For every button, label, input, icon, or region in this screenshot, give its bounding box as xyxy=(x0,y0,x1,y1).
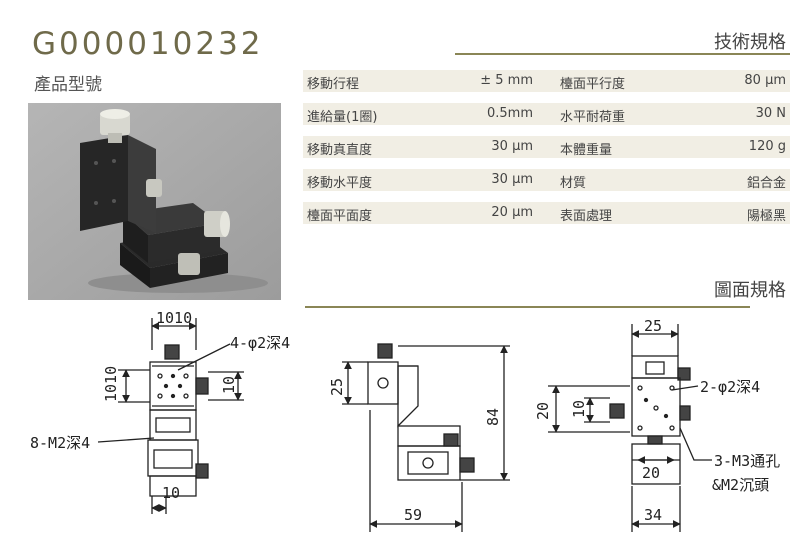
product-photo xyxy=(28,103,281,300)
drawing-left-view xyxy=(97,318,244,514)
note-right-thru-1: 3-M3通孔 xyxy=(714,452,780,470)
dim-right-left-inner: 10 xyxy=(570,400,588,418)
dim-right-bottom: 34 xyxy=(644,506,662,524)
spec-label: 本體重量 xyxy=(560,143,613,158)
drawing-section-title: 圖面規格 xyxy=(714,280,786,301)
dim-middle-left: 25 xyxy=(328,378,346,396)
dim-right-center: 20 xyxy=(642,464,660,482)
dim-left-left: 1010 xyxy=(102,366,120,402)
technical-drawings: 1010 1010 10 10 4-φ2深4 8-M2深4 25 84 59 2… xyxy=(30,310,780,532)
spec-value: 0.5mm xyxy=(486,106,533,121)
dim-left-bottom: 10 xyxy=(162,484,180,502)
spec-value: 鋁合金 xyxy=(746,176,786,191)
spec-row: 移動行程 ± 5 mm 檯面平行度 80 μm xyxy=(303,70,790,92)
spec-label: 移動真直度 xyxy=(307,143,373,158)
note-right-thru-2: &M2沉頭 xyxy=(712,476,769,494)
spec-row: 移動水平度 30 μm 材質 鋁合金 xyxy=(303,169,790,191)
spec-value: 30 μm xyxy=(491,139,533,154)
spec-section-title: 技術規格 xyxy=(714,32,786,53)
dim-right-left-outer: 20 xyxy=(534,402,552,420)
model-label: 產品型號 xyxy=(34,75,102,95)
spec-label: 移動行程 xyxy=(307,77,360,92)
drawing-right-view xyxy=(548,324,712,532)
spec-row: 進給量(1圈) 0.5mm 水平耐荷重 30 N xyxy=(303,103,790,125)
drawing-middle-view xyxy=(342,343,510,532)
spec-label: 移動水平度 xyxy=(307,176,373,191)
spec-value: ± 5 mm xyxy=(480,73,533,88)
spec-label: 檯面平行度 xyxy=(560,77,626,92)
dim-left-top: 1010 xyxy=(156,310,192,327)
dim-right-top: 25 xyxy=(644,317,662,335)
model-code: G000010232 xyxy=(32,26,264,62)
spec-value: 30 μm xyxy=(491,172,533,187)
spec-label: 進給量(1圈) xyxy=(307,110,378,125)
note-left-threads: 8-M2深4 xyxy=(30,434,90,452)
spec-value: 20 μm xyxy=(491,205,533,220)
spec-value: 30 N xyxy=(755,106,786,121)
spec-value: 陽極黑 xyxy=(746,209,786,224)
product-render-image xyxy=(28,103,281,300)
spec-label: 檯面平面度 xyxy=(307,209,373,224)
note-right-holes: 2-φ2深4 xyxy=(700,378,760,396)
spec-value: 80 μm xyxy=(744,73,786,88)
spec-row: 檯面平面度 20 μm 表面處理 陽極黑 xyxy=(303,202,790,224)
spec-row: 移動真直度 30 μm 本體重量 120 g xyxy=(303,136,790,158)
spec-value: 120 g xyxy=(748,139,786,154)
note-left-holes: 4-φ2深4 xyxy=(230,334,290,352)
dim-middle-bottom: 59 xyxy=(404,506,422,524)
dim-middle-right: 84 xyxy=(484,408,502,426)
spec-label: 材質 xyxy=(560,176,587,191)
drawing-title-rule xyxy=(305,306,750,308)
spec-label: 水平耐荷重 xyxy=(560,110,626,125)
spec-label: 表面處理 xyxy=(560,209,613,224)
dim-left-right: 10 xyxy=(220,376,238,394)
spec-title-rule xyxy=(455,53,790,55)
